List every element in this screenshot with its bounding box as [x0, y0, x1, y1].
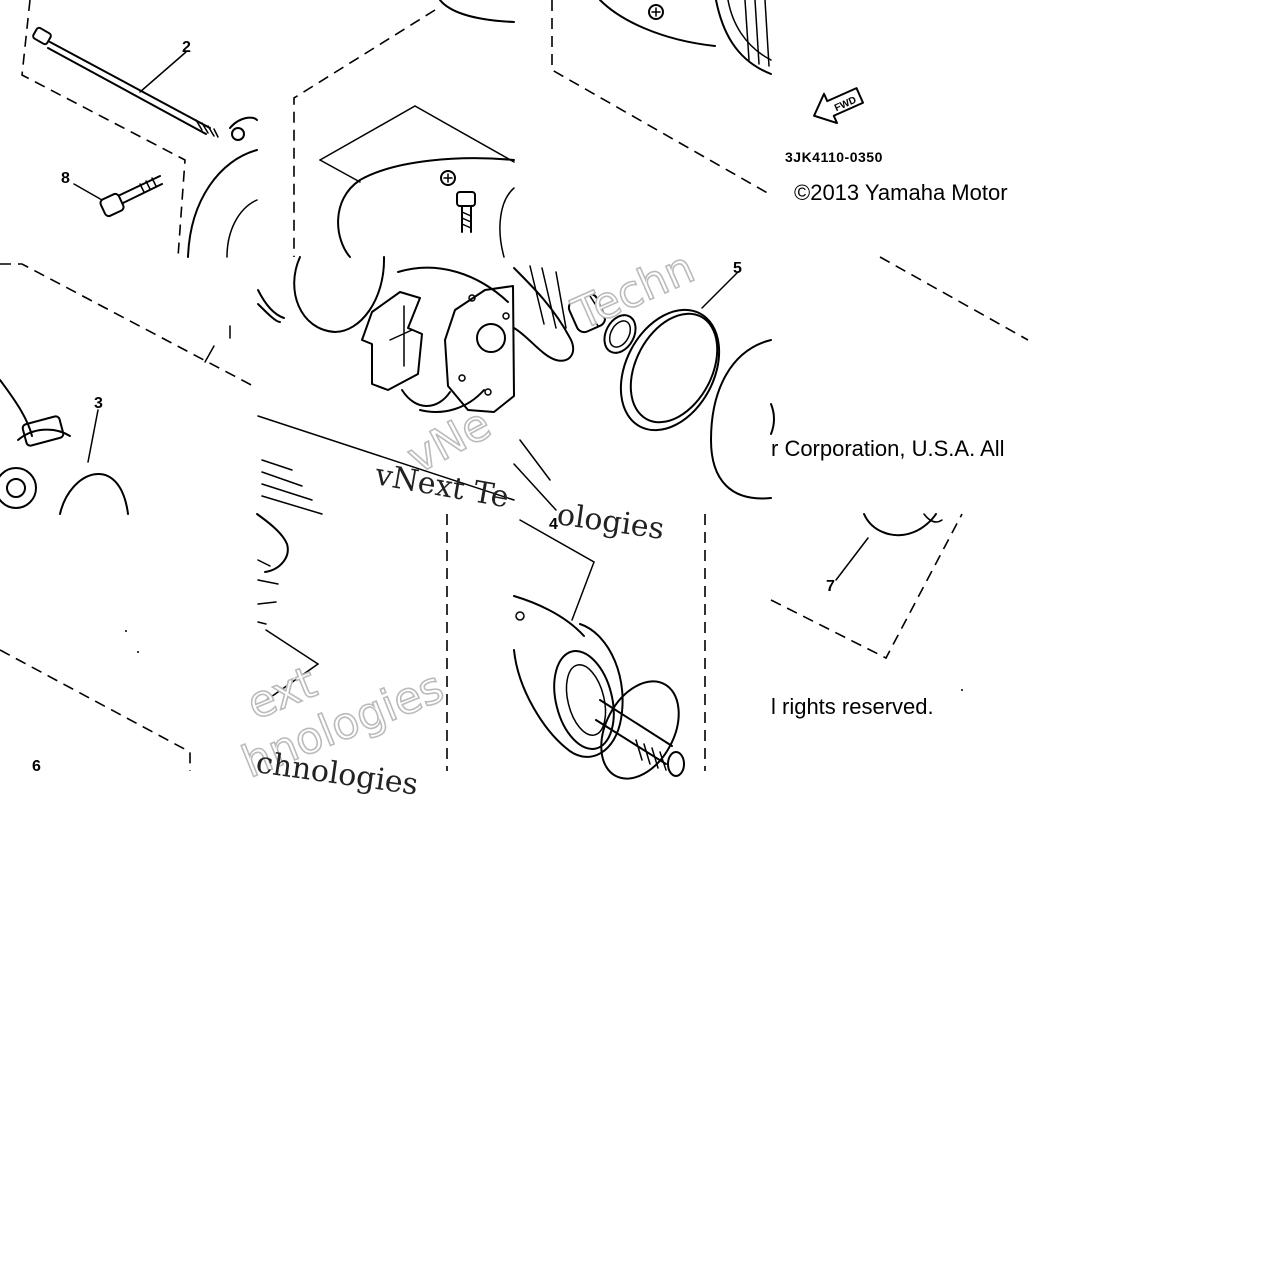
callout-4: 4	[549, 516, 558, 533]
tile-bottom-left: 6	[0, 630, 191, 775]
callout-3: 3	[94, 395, 103, 412]
tile-mid-right: 5 Techn	[513, 241, 772, 511]
copyright-line-3: l rights reserved.	[771, 694, 934, 719]
tile-top-center	[293, 0, 515, 258]
through-bolt-part	[32, 26, 219, 138]
callout-2: 2	[182, 39, 191, 56]
armature-part-4	[513, 595, 685, 780]
copyright-line-1: ©2013 Yamaha Motor	[794, 180, 1008, 205]
tile-mid-far-right: r Corporation, U.S.A. All	[770, 256, 1029, 461]
tile-bottom-right: ologies 4	[513, 497, 706, 780]
callout-6: 6	[32, 758, 41, 775]
brush-holder-part	[361, 266, 509, 413]
flange-bolt-part	[99, 175, 163, 218]
tile-top-far-right: FWD 3JK4110-0350 ©2013 Yamaha Motor	[785, 87, 1008, 205]
leader-2	[139, 51, 187, 93]
copyright-line-2: r Corporation, U.S.A. All	[771, 436, 1005, 461]
ring-part-5	[619, 308, 721, 432]
terminal-post	[440, 170, 476, 233]
part-code: 3JK4110-0350	[785, 149, 883, 165]
tile-mid-center: vNext Te vNe	[257, 256, 515, 515]
leader-8	[73, 183, 103, 201]
callout-5: 5	[733, 260, 742, 277]
watermark-text-2: ologies	[555, 497, 666, 547]
callout-7: 7	[826, 578, 835, 595]
tile-bottom-center: ext hnologies chnologies	[234, 513, 451, 803]
tile-top-right	[551, 0, 772, 196]
callout-8: 8	[61, 170, 70, 187]
watermark-text-4: Techn	[565, 242, 702, 340]
tile-top-left: 2 8	[21, 0, 258, 258]
tile-bottom-far-right: 7 l rights reserved.	[770, 513, 963, 719]
brush-plate-part	[444, 285, 515, 413]
fwd-arrow-icon: FWD	[813, 87, 865, 125]
tile-mid-left: 3	[0, 263, 258, 515]
